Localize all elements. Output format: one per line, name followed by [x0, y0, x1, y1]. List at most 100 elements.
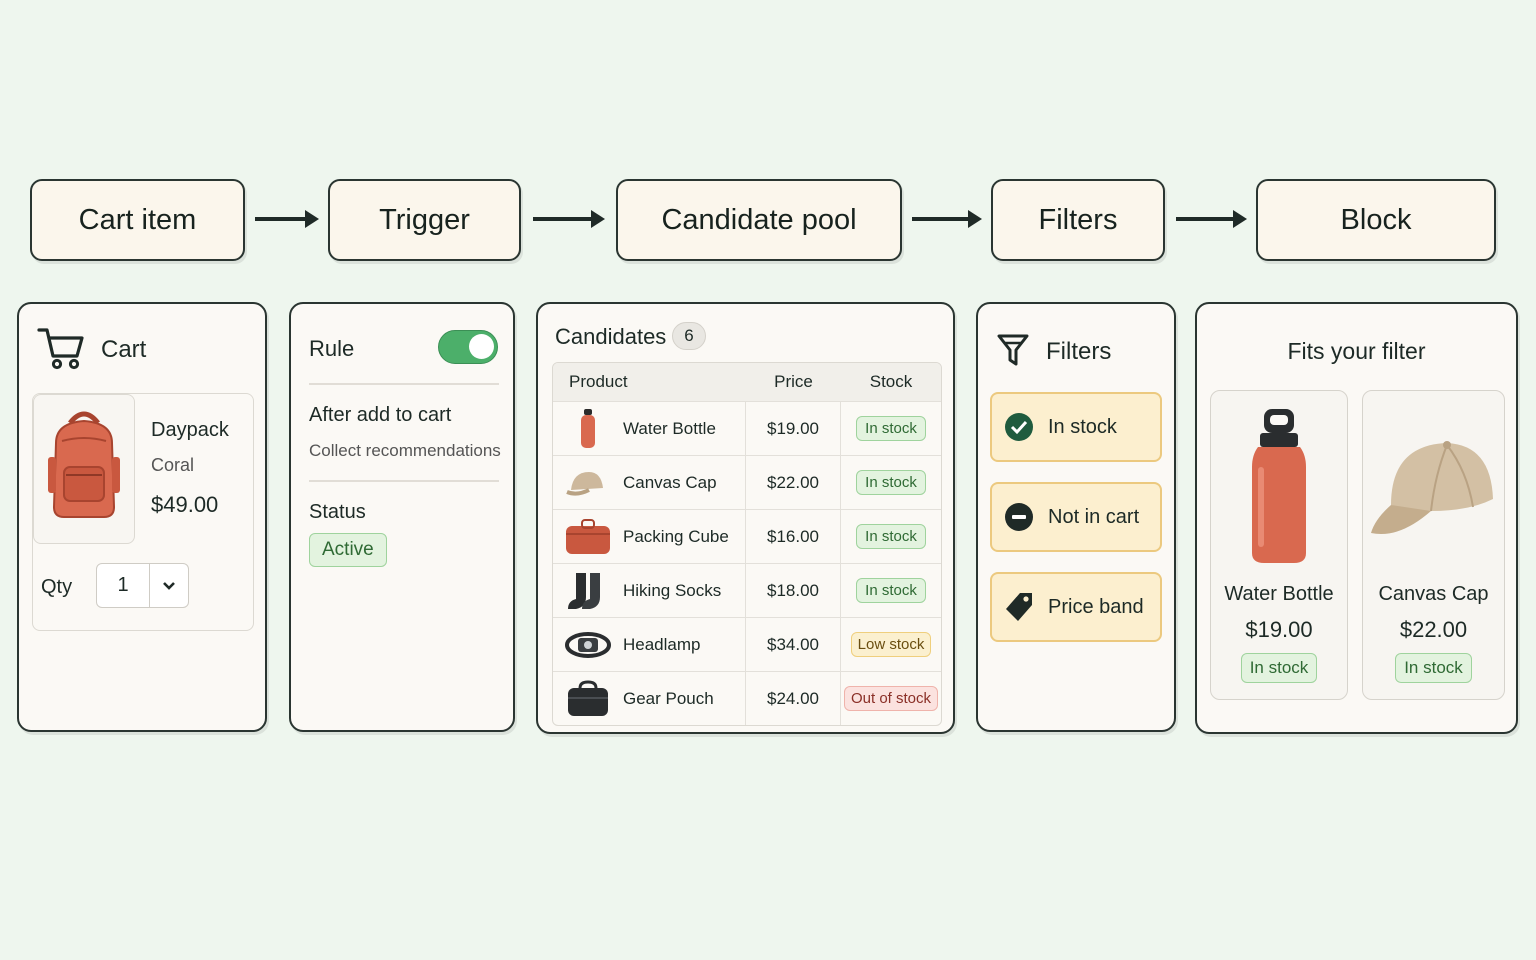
table-header: Product Price Stock	[553, 363, 941, 401]
cart-item-price: $49.00	[151, 492, 219, 517]
cell-product: Gear Pouch	[553, 672, 746, 725]
pouch-icon	[563, 679, 613, 719]
price-tag-icon	[1006, 593, 1032, 621]
divider	[309, 383, 499, 385]
product-name: Packing Cube	[623, 526, 729, 546]
product-price: $16.00	[746, 510, 841, 563]
cell-product: Hiking Socks	[553, 564, 746, 617]
rule-title: Rule	[309, 336, 355, 361]
cell-product: Packing Cube	[553, 510, 746, 563]
filters-panel: Filters In stock Not in cart Price band	[976, 302, 1176, 732]
stock-badge: In stock	[856, 470, 926, 495]
cap-icon	[1371, 441, 1493, 535]
cart-icon	[37, 328, 84, 370]
chevron-down-icon[interactable]	[150, 564, 188, 607]
product-price: $19.00	[746, 402, 841, 455]
filters-title: Filters	[1046, 338, 1112, 365]
filter-not-in-cart[interactable]: Not in cart	[990, 482, 1162, 552]
stage-cart-item: Cart item	[30, 179, 245, 261]
product-name: Gear Pouch	[623, 688, 714, 708]
stage-trigger: Trigger	[328, 179, 521, 261]
backpack-icon	[48, 411, 120, 518]
product-price: $19.00	[1245, 617, 1313, 642]
product-name: Canvas Cap	[623, 472, 717, 492]
status-badge: Active	[309, 533, 387, 567]
cell-stock: Out of stock	[841, 672, 941, 725]
filter-label: In stock	[1048, 415, 1117, 438]
arrow-right-icon	[1176, 210, 1247, 228]
trigger-description: Collect recommendations	[309, 441, 501, 460]
funnel-icon	[997, 334, 1029, 366]
candidates-table: Product Price Stock Water Bottle $19.00 …	[552, 362, 942, 726]
cell-product: Canvas Cap	[553, 456, 746, 509]
table-row[interactable]: Gear Pouch $24.00 Out of stock	[553, 671, 941, 725]
stage-label: Candidate pool	[661, 203, 857, 236]
product-price: $22.00	[1399, 617, 1468, 642]
water-bottle-icon	[1252, 409, 1306, 563]
product-price: $24.00	[746, 672, 841, 725]
product-card[interactable]: Water Bottle $19.00 In stock	[1210, 390, 1348, 700]
product-name: Canvas Cap	[1378, 583, 1489, 605]
cart-title: Cart	[101, 336, 147, 363]
cell-stock: In stock	[841, 564, 941, 617]
stock-badge-wrap: In stock	[1211, 653, 1347, 683]
product-thumbnail	[33, 394, 135, 544]
status-label: Status	[309, 501, 366, 523]
stage-candidate-pool: Candidate pool	[616, 179, 902, 261]
column-header-stock: Stock	[869, 372, 913, 391]
stock-badge-wrap: In stock	[1363, 653, 1504, 683]
quantity-stepper[interactable]: 1	[96, 563, 189, 608]
cell-stock: In stock	[841, 402, 941, 455]
stage-label: Cart item	[78, 203, 197, 236]
candidates-panel: Candidates 6 Product Price Stock Water B…	[536, 302, 955, 734]
filter-price-band[interactable]: Price band	[990, 572, 1162, 642]
arrow-right-icon	[533, 210, 605, 228]
stock-badge: In stock	[1240, 653, 1318, 683]
candidates-title: Candidates	[555, 324, 667, 349]
stock-badge: In stock	[856, 416, 926, 441]
table-row[interactable]: Canvas Cap $22.00 In stock	[553, 455, 941, 509]
stock-badge: Low stock	[850, 632, 932, 657]
stage-block: Block	[1256, 179, 1496, 261]
rule-toggle[interactable]	[438, 330, 498, 364]
product-price: $34.00	[746, 618, 841, 671]
column-header-price: Price	[774, 372, 813, 391]
block-title: Fits your filter	[1287, 338, 1426, 364]
product-price: $22.00	[746, 456, 841, 509]
product-card[interactable]: Canvas Cap $22.00 In stock	[1362, 390, 1505, 700]
candidates-count-badge: 6	[672, 322, 706, 350]
stock-badge: In stock	[1395, 653, 1472, 683]
cell-stock: In stock	[841, 456, 941, 509]
table-row[interactable]: Headlamp $34.00 Low stock	[553, 617, 941, 671]
filter-label: Price band	[1048, 595, 1144, 618]
check-circle-icon	[1005, 413, 1033, 441]
product-price: $18.00	[746, 564, 841, 617]
arrow-right-icon	[255, 210, 319, 228]
column-header-product: Product	[569, 372, 628, 391]
block-panel: Fits your filter Water Bottle $19.00 In …	[1195, 302, 1518, 734]
stage-label: Trigger	[379, 203, 470, 236]
water-bottle-icon	[563, 408, 613, 449]
cart-panel: Cart Daypack Coral $49.00 Qty 1	[17, 302, 267, 732]
product-name: Headlamp	[623, 634, 701, 654]
stage-label: Block	[1340, 203, 1412, 236]
cart-item-variant: Coral	[151, 455, 195, 475]
filter-in-stock[interactable]: In stock	[990, 392, 1162, 462]
stock-badge: In stock	[856, 578, 926, 603]
cell-product: Headlamp	[553, 618, 746, 671]
packing-cube-icon	[563, 517, 613, 557]
cell-stock: In stock	[841, 510, 941, 563]
table-row[interactable]: Packing Cube $16.00 In stock	[553, 509, 941, 563]
cell-stock: Low stock	[841, 618, 941, 671]
table-row[interactable]: Hiking Socks $18.00 In stock	[553, 563, 941, 617]
qty-value: 1	[97, 564, 150, 607]
socks-icon	[563, 571, 613, 611]
product-name: Hiking Socks	[623, 580, 722, 600]
headlamp-icon	[563, 625, 613, 665]
toggle-knob	[469, 334, 494, 359]
table-row[interactable]: Water Bottle $19.00 In stock	[553, 401, 941, 455]
stock-badge: In stock	[856, 524, 926, 549]
stage-label: Filters	[1038, 203, 1118, 236]
divider	[309, 480, 499, 482]
rule-panel: Rule After add to cart Collect recommend…	[289, 302, 515, 732]
